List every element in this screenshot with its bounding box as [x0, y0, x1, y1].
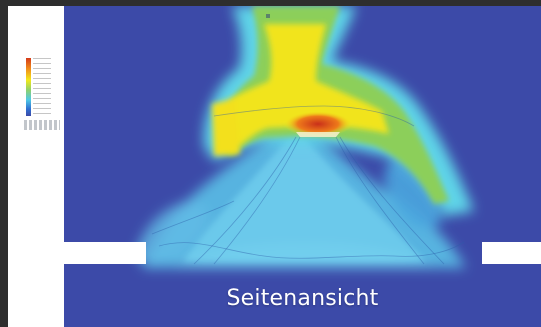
color-legend [24, 58, 64, 138]
contour-lines [151, 105, 465, 265]
contour-plot [64, 6, 541, 268]
legend-footer-text [24, 120, 60, 130]
image-frame: Seitenansicht [8, 6, 541, 327]
right-wall-block [482, 242, 541, 264]
simulation-view: Seitenansicht [64, 6, 541, 327]
left-wall-block [64, 242, 146, 264]
legend-color-scale [26, 58, 31, 116]
outlet-edge [296, 132, 340, 137]
view-caption: Seitenansicht [226, 286, 379, 311]
inner-flow-region [184, 136, 424, 261]
legend-tick-labels [33, 58, 51, 116]
hot-spot [284, 111, 352, 137]
top-marker [266, 14, 270, 18]
